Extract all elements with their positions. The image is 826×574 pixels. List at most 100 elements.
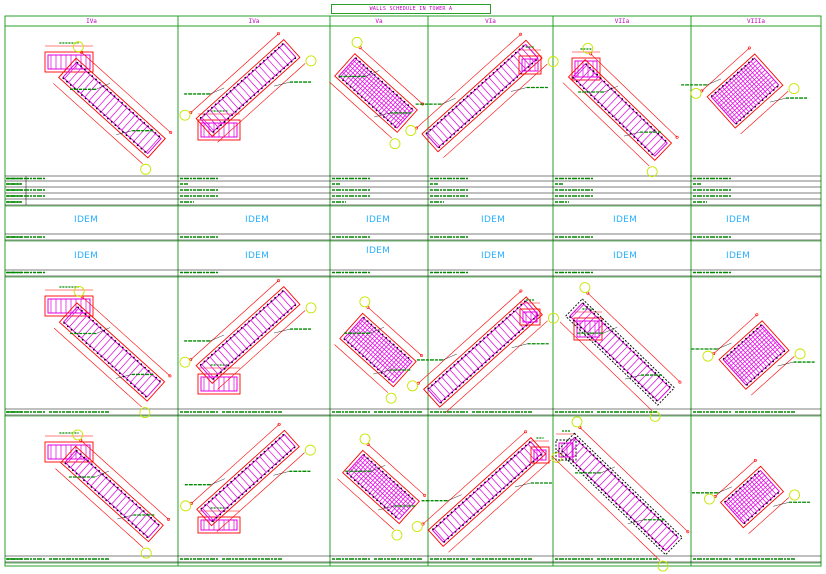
idem-label: IDEM	[245, 215, 270, 225]
rebar-dot	[117, 98, 120, 101]
flange-detail	[530, 437, 550, 464]
column-header-6: VIIIa	[746, 18, 766, 25]
dimension-line	[551, 456, 661, 561]
rebar-dot	[234, 357, 237, 360]
stirrup	[373, 344, 394, 366]
stirrup	[246, 76, 260, 91]
stirrup	[214, 496, 226, 510]
rebar-dot	[472, 491, 475, 494]
rebar-dot	[618, 337, 621, 340]
stirrup	[649, 137, 663, 152]
section-tag	[359, 433, 371, 445]
stirrup	[717, 91, 742, 119]
rebar-dot	[458, 504, 460, 507]
rebar-dot	[506, 461, 509, 464]
rebar-dot	[522, 45, 525, 48]
rebar-dot	[443, 518, 446, 521]
rebar-dot	[346, 472, 349, 475]
longitudinal-bar	[347, 333, 398, 379]
rebar-dot	[589, 66, 591, 69]
rebar-dot	[260, 87, 263, 90]
rebar-dot	[94, 466, 97, 469]
rebar-dot	[773, 495, 776, 498]
rebar-dot	[762, 505, 765, 508]
rebar-dot	[619, 364, 622, 367]
rebar-dot	[251, 70, 254, 72]
rebar-dot	[604, 108, 607, 111]
stirrup	[745, 65, 771, 93]
rebar-dot	[249, 97, 252, 100]
rebar-dot	[271, 466, 274, 469]
stirrup	[234, 87, 247, 102]
flange-rebar	[47, 444, 91, 460]
stirrup	[131, 510, 143, 523]
stirrup	[634, 507, 648, 521]
leader-line	[604, 85, 619, 93]
rebar-cage	[724, 469, 780, 525]
rebar-dot	[476, 510, 479, 513]
rebar-dot	[354, 348, 357, 351]
stirrup	[390, 494, 408, 513]
rebar-dot	[608, 495, 610, 498]
dimension-line	[579, 427, 689, 532]
rebar-dot	[641, 385, 644, 388]
rebar-dot	[361, 486, 364, 488]
rebar-dot	[494, 96, 496, 98]
rebar-dot	[278, 459, 281, 462]
stirrup	[209, 109, 223, 124]
rebar-dot	[473, 514, 476, 516]
leader-line	[510, 87, 527, 92]
longitudinal-bar	[356, 324, 406, 369]
stirrup	[712, 95, 738, 123]
rebar-dot	[110, 336, 113, 339]
stirrup	[478, 488, 491, 501]
stirrup	[737, 490, 758, 512]
rebar-dot	[657, 132, 660, 135]
stirrup	[354, 327, 375, 349]
rebar-dot	[342, 79, 345, 82]
stirrup	[431, 128, 445, 143]
rebar-dot	[229, 337, 232, 339]
flange-detail	[197, 507, 241, 534]
rebar-dot	[710, 95, 713, 97]
rebar-dot	[733, 347, 736, 350]
rebar-dot	[486, 334, 489, 336]
rebar-dot	[88, 316, 91, 319]
rebar-dot	[146, 513, 149, 516]
stirrup	[650, 522, 664, 537]
rebar-dot	[199, 116, 202, 119]
rebar-dot	[274, 49, 276, 52]
rebar-dot	[246, 347, 248, 350]
rebar-dot	[753, 377, 756, 379]
rebar-dot	[722, 357, 725, 360]
stirrup	[258, 312, 272, 327]
rebar-dot	[465, 498, 468, 500]
leader-line	[274, 328, 291, 334]
stirrup	[234, 334, 247, 349]
stirrup	[646, 518, 660, 533]
rebar-dot	[263, 473, 266, 476]
rebar-dot	[479, 109, 482, 112]
rebar-dot	[411, 497, 414, 500]
rebar-dot	[629, 132, 632, 135]
rebar-dot	[479, 340, 482, 343]
schedule-grid	[4, 15, 822, 567]
stirrup	[474, 347, 487, 362]
rebar-dot	[144, 151, 147, 153]
dimension-line	[367, 307, 422, 356]
stirrup	[371, 477, 389, 496]
leader-line	[441, 97, 456, 105]
rebar-dot	[446, 514, 449, 517]
stirrup	[731, 78, 757, 106]
stirrup	[752, 477, 772, 499]
column-header-5: VIIa	[614, 18, 630, 25]
rebar-dot	[499, 490, 502, 493]
stirrup	[433, 528, 446, 542]
rebar-dot	[462, 524, 464, 526]
rebar-dot	[469, 374, 472, 377]
rebar-dot	[133, 385, 136, 388]
rebar-dot	[233, 86, 236, 89]
rebar-dot	[444, 115, 447, 118]
rebar-dot	[586, 474, 589, 477]
rebar-cage	[425, 43, 539, 149]
